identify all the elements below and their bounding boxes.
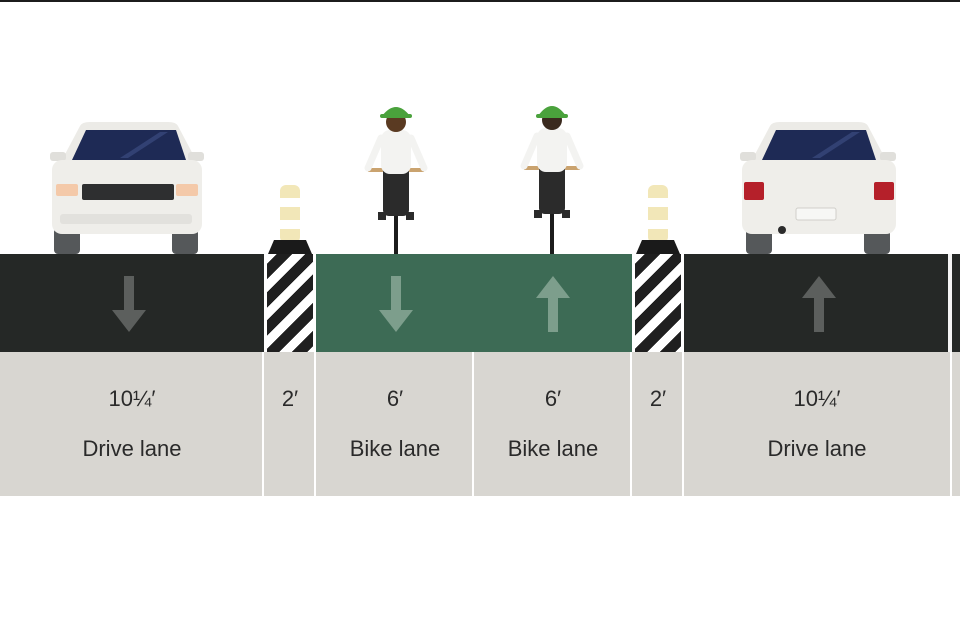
- lane-label-bike-left: 6′ Bike lane: [314, 352, 474, 496]
- cyclist-rear-icon: [520, 106, 584, 254]
- road-cross-section: [0, 254, 960, 352]
- arrow-up-icon: [536, 276, 570, 332]
- lane-type: Bike lane: [507, 436, 599, 461]
- car-rear-icon: [740, 122, 896, 254]
- bollard-icon: [268, 185, 312, 254]
- curb-edge: [948, 254, 952, 352]
- lane-labels: 10¼′ Drive lane 2′ 6′ Bike lane 6′ Bike …: [0, 352, 960, 496]
- bollard-icon: [636, 185, 680, 254]
- lane-label-buffer-left: 2′: [262, 352, 316, 496]
- lane-width: 6′: [386, 386, 404, 411]
- lane-label-edge: [950, 352, 960, 496]
- lane-width: 10¼′: [793, 386, 841, 411]
- buffer-hatch-icon: [632, 254, 684, 352]
- arrow-up-icon: [802, 276, 836, 332]
- lane-type: Drive lane: [767, 436, 867, 461]
- lane-label-buffer-right: 2′: [630, 352, 684, 496]
- lane-label-drive-right: 10¼′ Drive lane: [682, 352, 950, 496]
- car-front-icon: [50, 122, 204, 254]
- lane-type: Bike lane: [349, 436, 441, 461]
- road-continuation: [952, 254, 960, 352]
- lane-type: Drive lane: [82, 436, 182, 461]
- lane-width: 2′: [649, 386, 667, 411]
- buffer-hatch-icon: [264, 254, 316, 352]
- lane-width: 6′: [544, 386, 562, 411]
- lane-width: 10¼′: [108, 386, 156, 411]
- lane-label-drive-left: 10¼′ Drive lane: [0, 352, 264, 496]
- street-illustrations: [50, 106, 896, 254]
- arrow-down-icon: [112, 276, 146, 332]
- lane-width: 2′: [281, 386, 299, 411]
- top-rule: [0, 0, 960, 2]
- cyclist-front-icon: [364, 107, 428, 254]
- lane-label-bike-right: 6′ Bike lane: [472, 352, 632, 496]
- arrow-down-icon: [379, 276, 413, 332]
